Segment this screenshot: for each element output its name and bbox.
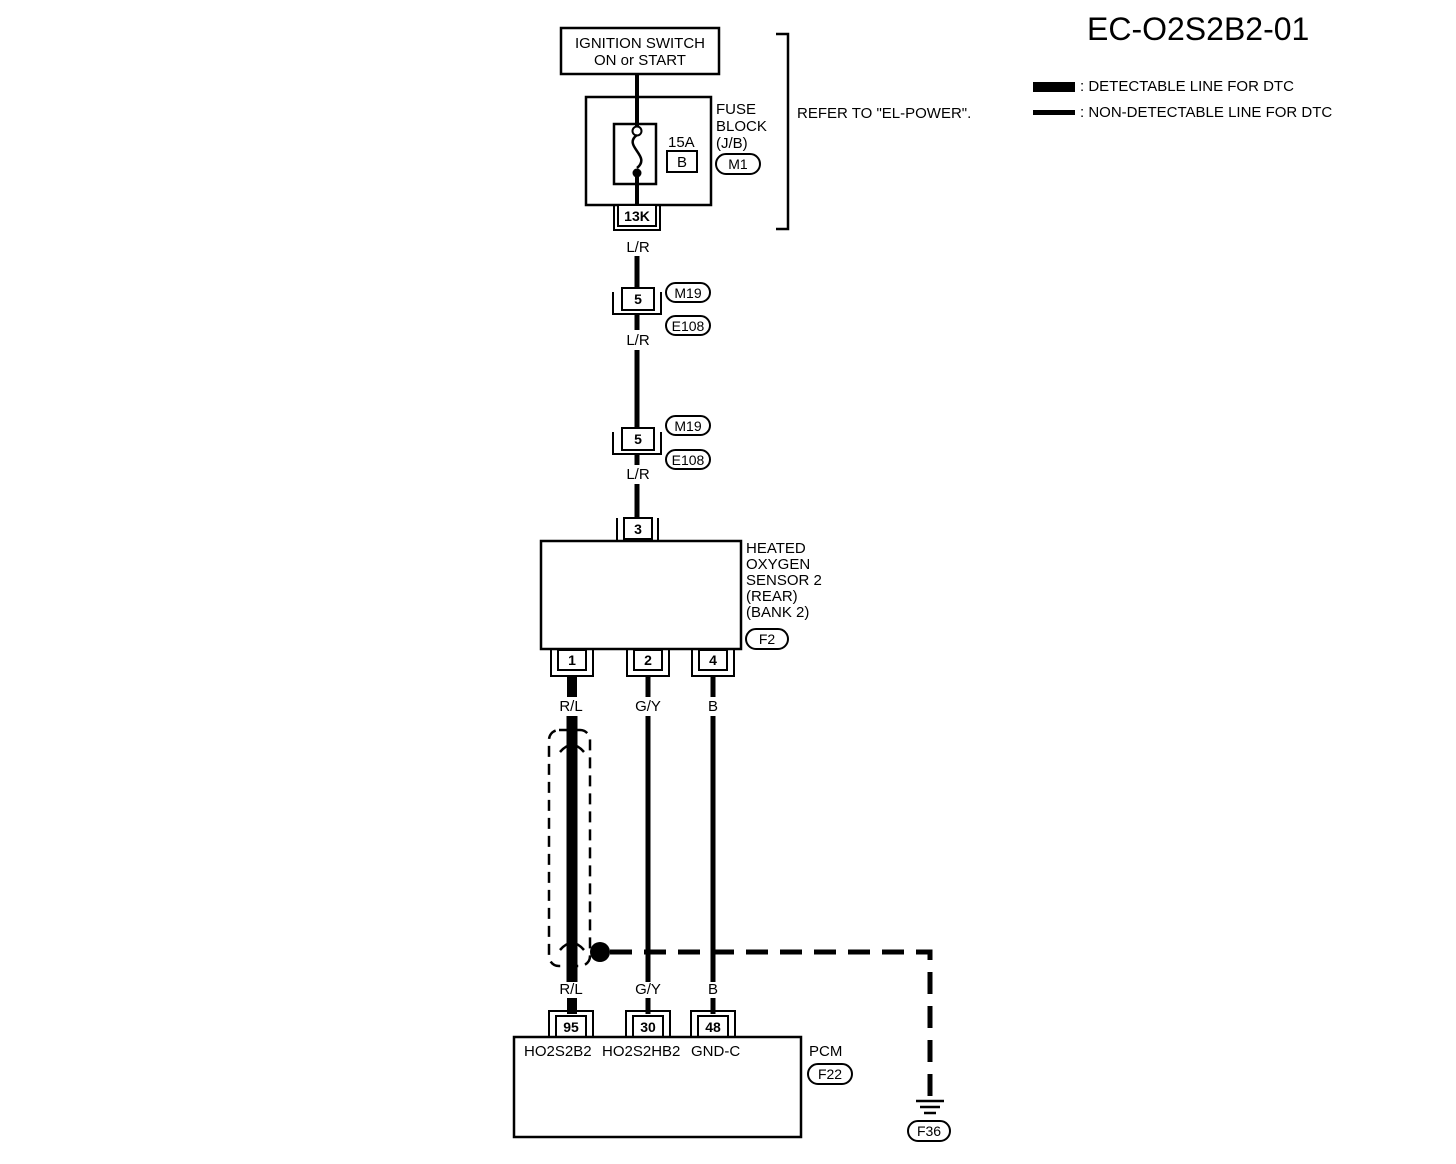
- sensor-pin-2: 2: [626, 649, 670, 677]
- shield-ground-wire: [610, 949, 933, 1101]
- joint-pin-2: 5: [634, 431, 642, 447]
- fuse-terminal-id: 13K: [624, 208, 650, 224]
- fuse-terminal-connector: [617, 204, 657, 227]
- ground-icon: [916, 1099, 944, 1115]
- wire-color-b-top: B: [708, 698, 718, 715]
- pcm-terminal-ho2s2hb2: HO2S2HB2: [602, 1043, 680, 1060]
- legend-non-detectable: : NON-DETECTABLE LINE FOR DTC: [1080, 104, 1332, 121]
- joint-connector-2-top: M19: [674, 418, 701, 434]
- sensor-label-1: HEATED: [746, 540, 806, 557]
- pcm-connector-id: F22: [818, 1066, 842, 1082]
- sensor-label-3: SENSOR 2: [746, 572, 822, 589]
- refer-bracket: [776, 32, 790, 231]
- sensor-top-pin: 3: [634, 521, 642, 537]
- sensor-pin-4: 4: [691, 649, 735, 677]
- sensor-top-connector: 3: [616, 517, 659, 542]
- heated-oxygen-sensor: HEATED OXYGEN SENSOR 2 (REAR) (BANK 2) F…: [539, 539, 822, 651]
- svg-text:30: 30: [640, 1019, 656, 1035]
- wire-color-rl-bottom: R/L: [559, 981, 582, 998]
- pcm-terminal-ho2s2b2: HO2S2B2: [524, 1043, 592, 1060]
- ignition-switch: IGNITION SWITCH ON or START: [559, 26, 721, 76]
- fuse-element-icon: [631, 133, 643, 169]
- legend: : DETECTABLE LINE FOR DTC : NON-DETECTAB…: [1033, 78, 1332, 121]
- fuse-connector-badge: [715, 153, 761, 175]
- wire-color-lr-1: L/R: [626, 239, 650, 256]
- diagram-id: EC-O2S2B2-01: [1087, 11, 1309, 47]
- fuse-block-label-2: BLOCK: [716, 118, 767, 135]
- sensor-label-5: (BANK 2): [746, 604, 809, 621]
- joint-connector-1-bottom: E108: [672, 318, 705, 334]
- pcm-terminal-gnd-c: GND-C: [691, 1043, 740, 1060]
- wire-color-gy-top: G/Y: [635, 698, 661, 715]
- pcm-module: HO2S2B2 HO2S2HB2 GND-C PCM F22: [512, 1035, 853, 1139]
- sensor-pin-1: 1: [550, 649, 594, 677]
- refer-note: REFER TO "EL-POWER".: [797, 105, 971, 122]
- ignition-switch-state: ON or START: [594, 52, 686, 69]
- wire-color-lr-2: L/R: [626, 332, 650, 349]
- ground-connector-id: F36: [917, 1123, 941, 1139]
- sensor-connector-id: F2: [759, 631, 776, 647]
- wire-color-gy-bottom: G/Y: [635, 981, 661, 998]
- fuse-terminal-top: [631, 125, 643, 137]
- joint-connector-1: 5 M19 E108: [612, 282, 711, 336]
- fuse-block: 15A B FUSE BLOCK (J/B) M1 13K: [584, 95, 767, 231]
- shielded-cable: [547, 728, 592, 968]
- joint-pin-1: 5: [634, 291, 642, 307]
- wire-color-b-bottom: B: [708, 981, 718, 998]
- non-detectable-line-swatch: [1033, 110, 1075, 115]
- fuse-amperage: 15A: [668, 134, 695, 151]
- svg-text:1: 1: [568, 652, 576, 668]
- detectable-line-swatch: [1033, 82, 1075, 92]
- joint-connector-2: 5 M19 E108: [612, 415, 711, 470]
- fuse-block-label-1: FUSE: [716, 101, 756, 118]
- pcm-pin-30: 30: [625, 1010, 671, 1038]
- fuse-letter: B: [677, 154, 687, 171]
- pcm-pin-48: 48: [690, 1010, 736, 1038]
- svg-text:95: 95: [563, 1019, 579, 1035]
- legend-detectable: : DETECTABLE LINE FOR DTC: [1080, 78, 1294, 95]
- sensor-label-2: OXYGEN: [746, 556, 810, 573]
- sensor-label-4: (REAR): [746, 588, 798, 605]
- wire-color-rl-top: R/L: [559, 698, 582, 715]
- svg-text:2: 2: [644, 652, 652, 668]
- svg-text:4: 4: [709, 652, 717, 668]
- svg-text:48: 48: [705, 1019, 721, 1035]
- pcm-label: PCM: [809, 1043, 842, 1060]
- fuse-connector-id: M1: [728, 156, 748, 172]
- fuse-block-label-3: (J/B): [716, 135, 748, 152]
- shield-splice: [590, 942, 610, 962]
- ignition-switch-label: IGNITION SWITCH: [575, 35, 705, 52]
- wire-color-lr-3: L/R: [626, 466, 650, 483]
- joint-connector-1-top: M19: [674, 285, 701, 301]
- fuse-terminal-bottom: [632, 168, 642, 178]
- joint-connector-2-bottom: E108: [672, 452, 705, 468]
- pcm-pin-95: 95: [548, 1010, 594, 1038]
